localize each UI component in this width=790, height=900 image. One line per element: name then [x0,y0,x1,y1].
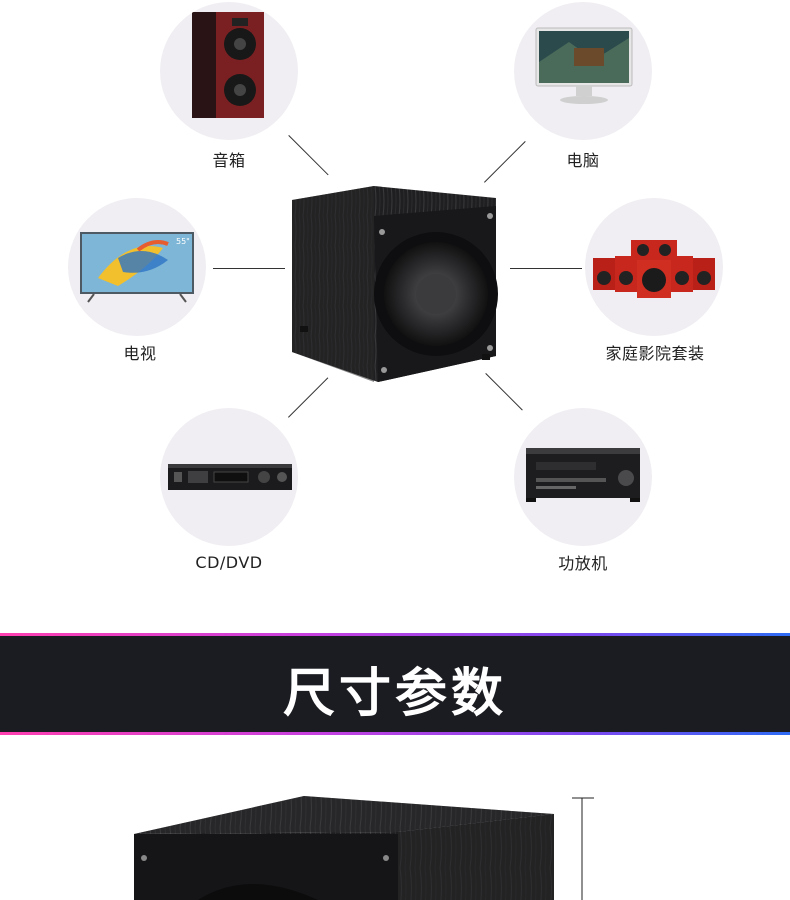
home-theater-speakers-icon [593,240,715,298]
gradient-border-top [0,633,790,636]
floor-speaker-icon [192,12,264,118]
dvd-player-icon [168,464,292,490]
cd-dvd-circle [160,408,298,546]
section-banner: 尺寸参数 [0,633,790,735]
gradient-border-bottom [0,732,790,735]
tv-size-badge: 55" [176,237,190,246]
speaker-circle [160,2,298,140]
connector-line [510,268,582,269]
device-label: 电视 [123,344,157,363]
home-theater-circle [585,198,723,336]
device-label: 家庭影院套装 [605,344,705,363]
device-label: 功放机 [558,554,608,573]
device-label: CD/DVD [195,553,263,572]
section-title: 尺寸参数 [282,664,507,724]
device-label: 音箱 [212,151,246,170]
subwoofer-size-image [128,788,598,900]
subwoofer-image [286,186,502,384]
monitor-icon [535,27,633,104]
connector-line [213,268,285,269]
computer-circle [514,2,652,140]
tv-icon: 55" [80,232,194,303]
amplifier-circle [514,408,652,546]
device-label: 电脑 [566,151,600,170]
tv-circle: 55" [68,198,206,336]
amplifier-icon [526,448,640,502]
connector-line [485,373,523,411]
